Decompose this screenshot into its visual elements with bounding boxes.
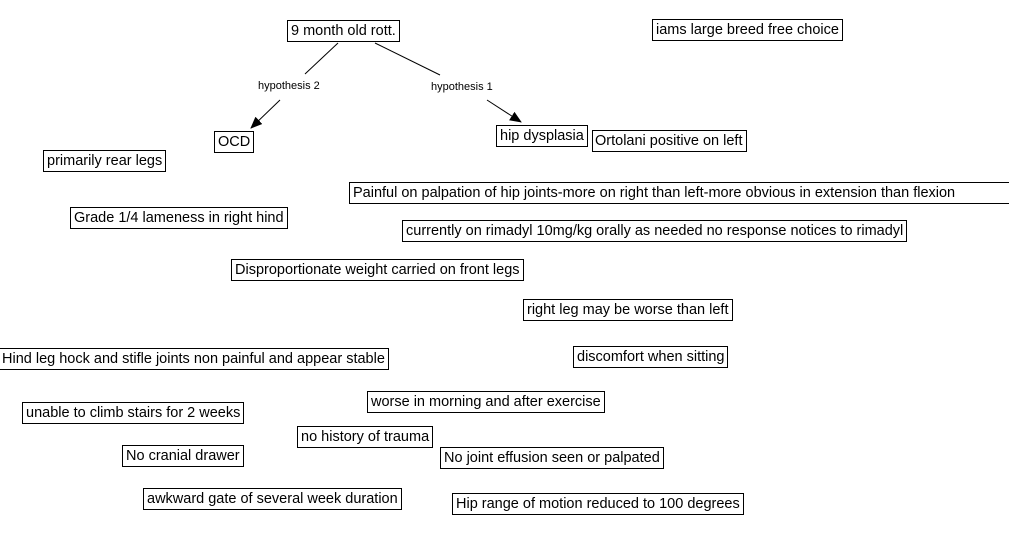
finding-rimadyl[interactable]: currently on rimadyl 10mg/kg orally as n… — [402, 220, 908, 242]
finding-rom[interactable]: Hip range of motion reduced to 100 degre… — [452, 493, 744, 515]
link-hypothesis1-to-hip-dysplasia — [486, 99, 522, 123]
link-hypothesis2-to-ocd — [250, 99, 281, 129]
link-root-to-hypothesis2-label — [304, 42, 339, 75]
finding-rear-legs[interactable]: primarily rear legs — [43, 150, 167, 172]
finding-diet[interactable]: iams large breed free choice — [652, 19, 843, 41]
link-label-hypothesis-1: hypothesis 1 — [431, 80, 493, 94]
finding-cranial-drawer[interactable]: No cranial drawer — [122, 445, 244, 467]
finding-sitting[interactable]: discomfort when sitting — [573, 346, 729, 368]
finding-weight-front[interactable]: Disproportionate weight carried on front… — [231, 259, 524, 281]
finding-hock-stifle[interactable]: Hind leg hock and stifle joints non pain… — [0, 348, 389, 370]
finding-painful-palpation[interactable]: Painful on palpation of hip joints-more … — [349, 182, 1009, 204]
hypothesis-node-hip-dysplasia[interactable]: Ortolani positive on left — [592, 130, 747, 152]
finding-effusion[interactable]: No joint effusion seen or palpated — [440, 447, 664, 469]
finding-gait[interactable]: awkward gate of several week duration — [143, 488, 402, 510]
hypothesis-node-ocd[interactable]: OCD — [214, 131, 255, 153]
finding-lameness-grade[interactable]: Grade 1/4 lameness in right hind — [70, 207, 288, 229]
root-node[interactable]: 9 month old rott. — [287, 20, 400, 42]
finding-stairs[interactable]: unable to climb stairs for 2 weeks — [22, 402, 245, 424]
finding-morning[interactable]: worse in morning and after exercise — [367, 391, 605, 413]
finding-trauma[interactable]: no history of trauma — [297, 426, 434, 448]
link-label-hypothesis-2: hypothesis 2 — [258, 79, 320, 93]
hypothesis-node-hip-dysplasia-box[interactable]: hip dysplasia — [496, 125, 588, 147]
finding-right-worse[interactable]: right leg may be worse than left — [523, 299, 733, 321]
link-root-to-hypothesis1-label — [374, 42, 441, 76]
